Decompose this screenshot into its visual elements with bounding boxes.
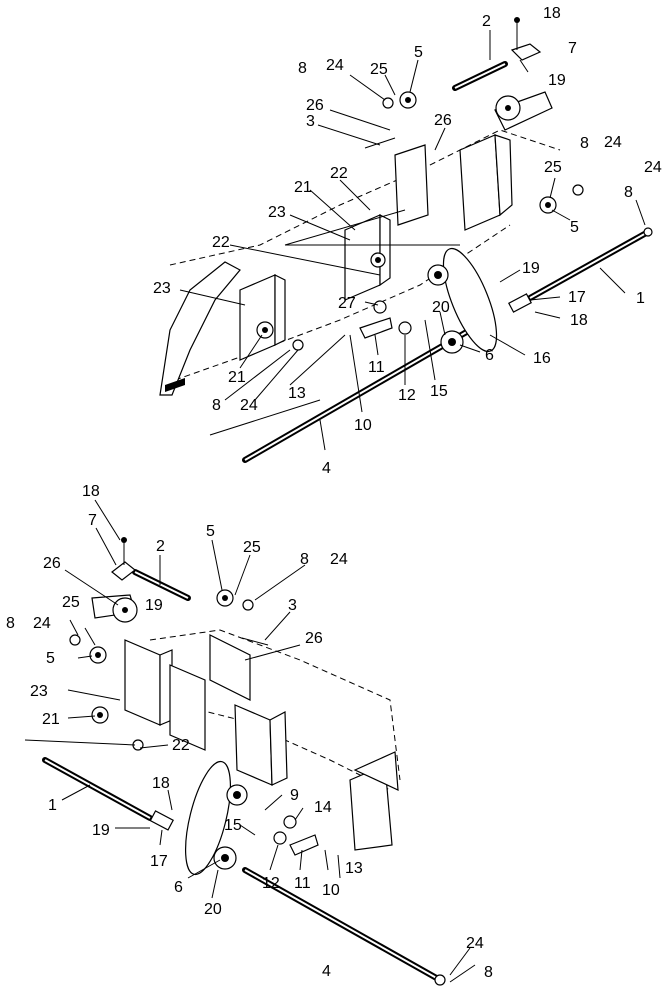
bottom-idler-arm bbox=[91, 594, 138, 623]
callout-8: 8 bbox=[624, 184, 633, 201]
bottom-coupler-17 bbox=[149, 810, 174, 831]
top-bracket-7 bbox=[510, 43, 542, 61]
callout-20: 20 bbox=[204, 901, 222, 918]
top-belt-16 bbox=[442, 247, 498, 353]
bottom-bracket-top bbox=[209, 634, 251, 701]
callout-21: 21 bbox=[294, 179, 312, 196]
callout-24: 24 bbox=[240, 397, 258, 414]
callout-24: 24 bbox=[33, 615, 51, 632]
callout-15: 15 bbox=[224, 817, 242, 834]
callout-24: 24 bbox=[466, 935, 484, 952]
callout-6: 6 bbox=[174, 879, 183, 896]
callout-19: 19 bbox=[145, 597, 163, 614]
callout-26: 26 bbox=[434, 112, 452, 129]
callout-17: 17 bbox=[568, 289, 586, 306]
top-bracket-21 bbox=[344, 214, 391, 301]
callout-25: 25 bbox=[62, 594, 80, 611]
callout-23: 23 bbox=[153, 280, 171, 297]
callout-19: 19 bbox=[522, 260, 540, 277]
callout-8: 8 bbox=[6, 615, 15, 632]
callout-20: 20 bbox=[432, 299, 450, 316]
callout-17: 17 bbox=[150, 853, 168, 870]
callout-11: 11 bbox=[294, 875, 311, 892]
callout-8: 8 bbox=[300, 551, 309, 568]
callout-16: 16 bbox=[533, 350, 551, 367]
callout-8: 8 bbox=[212, 397, 221, 414]
bottom-assembly bbox=[24, 499, 476, 986]
top-frame-outline bbox=[169, 129, 561, 266]
callout-22: 22 bbox=[212, 234, 230, 251]
top-coupler-17 bbox=[508, 293, 532, 313]
callout-24: 24 bbox=[330, 551, 348, 568]
callout-22: 22 bbox=[330, 165, 348, 182]
callout-4: 4 bbox=[322, 460, 331, 477]
callout-19: 19 bbox=[548, 72, 566, 89]
callout-1: 1 bbox=[636, 290, 645, 307]
callout-7: 7 bbox=[88, 512, 97, 529]
callout-15: 15 bbox=[430, 383, 448, 400]
bottom-bracket-left bbox=[124, 639, 173, 726]
callout-2: 2 bbox=[156, 538, 165, 555]
callout-14: 14 bbox=[314, 799, 332, 816]
callout-6: 6 bbox=[485, 347, 494, 364]
callout-25: 25 bbox=[243, 539, 261, 556]
callout-8: 8 bbox=[484, 964, 493, 981]
callout-3: 3 bbox=[288, 597, 297, 614]
top-bracket-right bbox=[459, 134, 513, 231]
callout-12: 12 bbox=[398, 387, 416, 404]
callout-2: 2 bbox=[482, 13, 491, 30]
top-assembly bbox=[159, 17, 653, 463]
callout-24: 24 bbox=[644, 159, 662, 176]
callout-8: 8 bbox=[580, 135, 589, 152]
bottom-bracket-22 bbox=[234, 704, 288, 786]
callout-18: 18 bbox=[82, 483, 100, 500]
callout-8: 8 bbox=[298, 60, 307, 77]
callout-19: 19 bbox=[92, 822, 110, 839]
callout-21: 21 bbox=[228, 369, 246, 386]
callout-3: 3 bbox=[306, 113, 315, 130]
callout-18: 18 bbox=[543, 5, 561, 22]
callout-9: 9 bbox=[290, 787, 299, 804]
callout-1: 1 bbox=[48, 797, 57, 814]
bottom-bracket-7 bbox=[111, 561, 136, 581]
callout-25: 25 bbox=[370, 61, 388, 78]
bottom-callouts: 18 7 2 5 25 8 24 26 19 3 8 24 25 5 26 23… bbox=[6, 483, 493, 981]
callout-5: 5 bbox=[414, 44, 423, 61]
top-callouts: 18 2 7 19 8 24 25 5 26 3 26 8 24 25 24 8… bbox=[153, 5, 662, 477]
callout-26: 26 bbox=[306, 97, 324, 114]
top-idler-arm bbox=[494, 91, 553, 131]
top-bracket-mid bbox=[394, 144, 429, 226]
callout-23: 23 bbox=[268, 204, 286, 221]
callout-7: 7 bbox=[568, 40, 577, 57]
callout-10: 10 bbox=[322, 882, 340, 899]
callout-24: 24 bbox=[326, 57, 344, 74]
callout-25: 25 bbox=[544, 159, 562, 176]
top-bracket-23 bbox=[239, 274, 286, 361]
callout-26: 26 bbox=[305, 630, 323, 647]
top-left-shield bbox=[159, 261, 241, 396]
bottom-frame-outline bbox=[149, 629, 401, 781]
callout-5: 5 bbox=[206, 523, 215, 540]
callout-23: 23 bbox=[30, 683, 48, 700]
callout-12: 12 bbox=[262, 875, 280, 892]
callout-27: 27 bbox=[338, 295, 356, 312]
bottom-bracket-right bbox=[349, 751, 399, 851]
callout-26: 26 bbox=[43, 555, 61, 572]
callout-24: 24 bbox=[604, 134, 622, 151]
callout-5: 5 bbox=[46, 650, 55, 667]
callout-21: 21 bbox=[42, 711, 60, 728]
callout-22: 22 bbox=[172, 737, 190, 754]
callout-5: 5 bbox=[570, 219, 579, 236]
callout-4: 4 bbox=[322, 963, 331, 980]
callout-18: 18 bbox=[152, 775, 170, 792]
callout-13: 13 bbox=[345, 860, 363, 877]
callout-13: 13 bbox=[288, 385, 306, 402]
callout-10: 10 bbox=[354, 417, 372, 434]
bottom-bracket-mid bbox=[169, 664, 206, 751]
callout-18: 18 bbox=[570, 312, 588, 329]
callout-11: 11 bbox=[368, 359, 385, 376]
